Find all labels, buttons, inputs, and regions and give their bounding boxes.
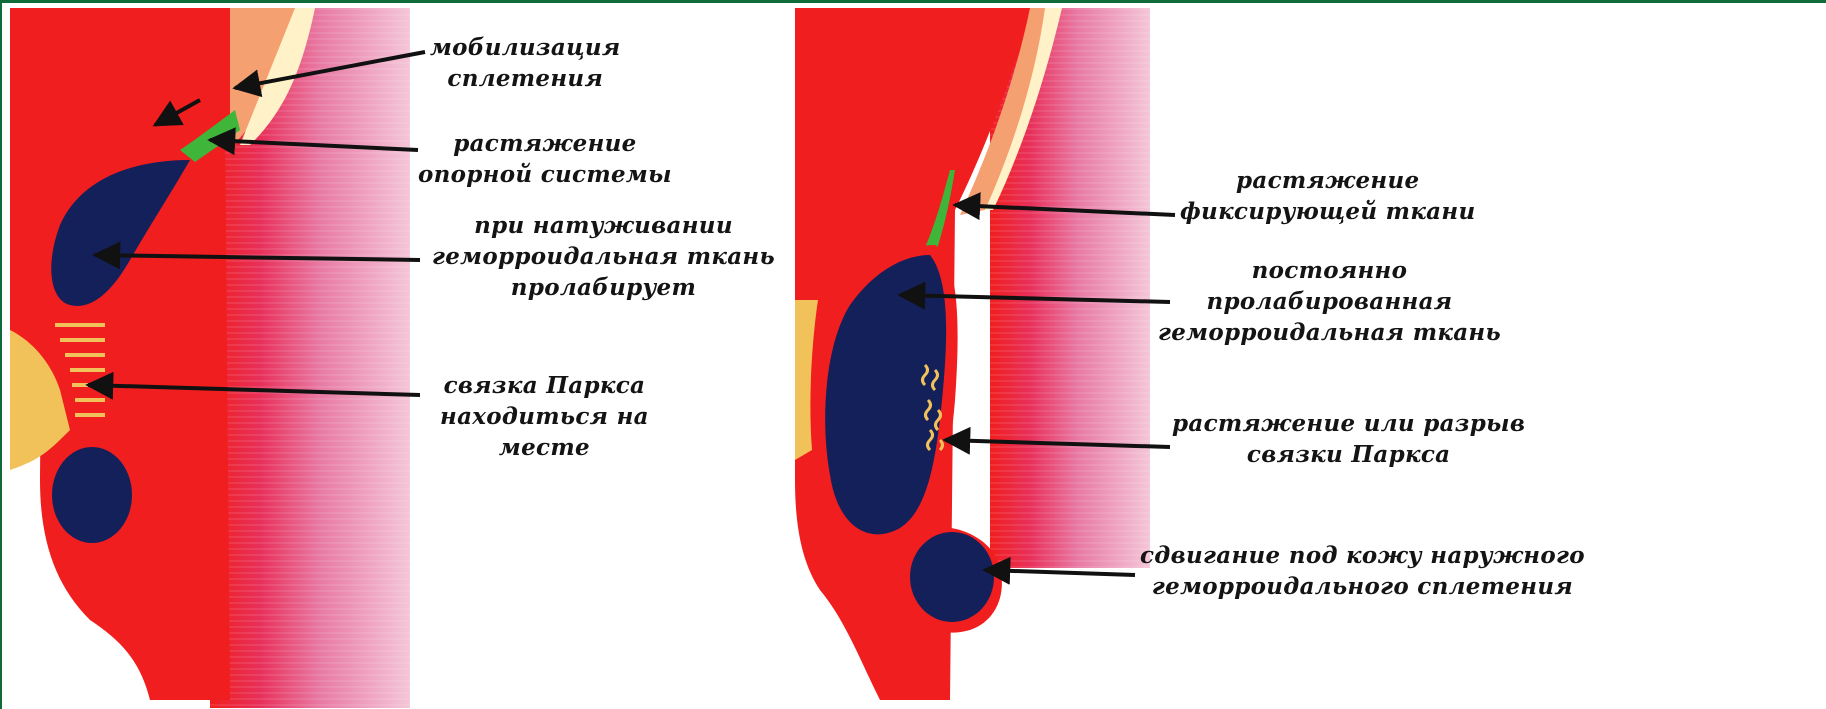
left-panel-illustration [10,8,410,708]
label-straining-prolapse: при натуживании геморроидальная ткань пр… [432,210,775,303]
left-external-plexus [52,447,132,543]
label-plexus-mobilization: мобилизация сплетения [430,32,620,94]
right-panel-illustration [795,8,1150,700]
label-parks-ligament-rupture: растяжение или разрыв связки Паркса [1172,408,1525,470]
label-parks-ligament-in-place: связка Паркса находиться на месте [440,370,649,463]
label-external-plexus-shift: сдвигание под кожу наружного геморроидал… [1140,540,1585,602]
right-external-plexus [910,532,994,622]
label-support-system-stretch: растяжение опорной системы [418,128,672,190]
label-permanent-prolapse: постоянно пролабированная геморроидальна… [1158,255,1501,348]
label-fixing-tissue-stretch: растяжение фиксирующей ткани [1180,165,1475,227]
